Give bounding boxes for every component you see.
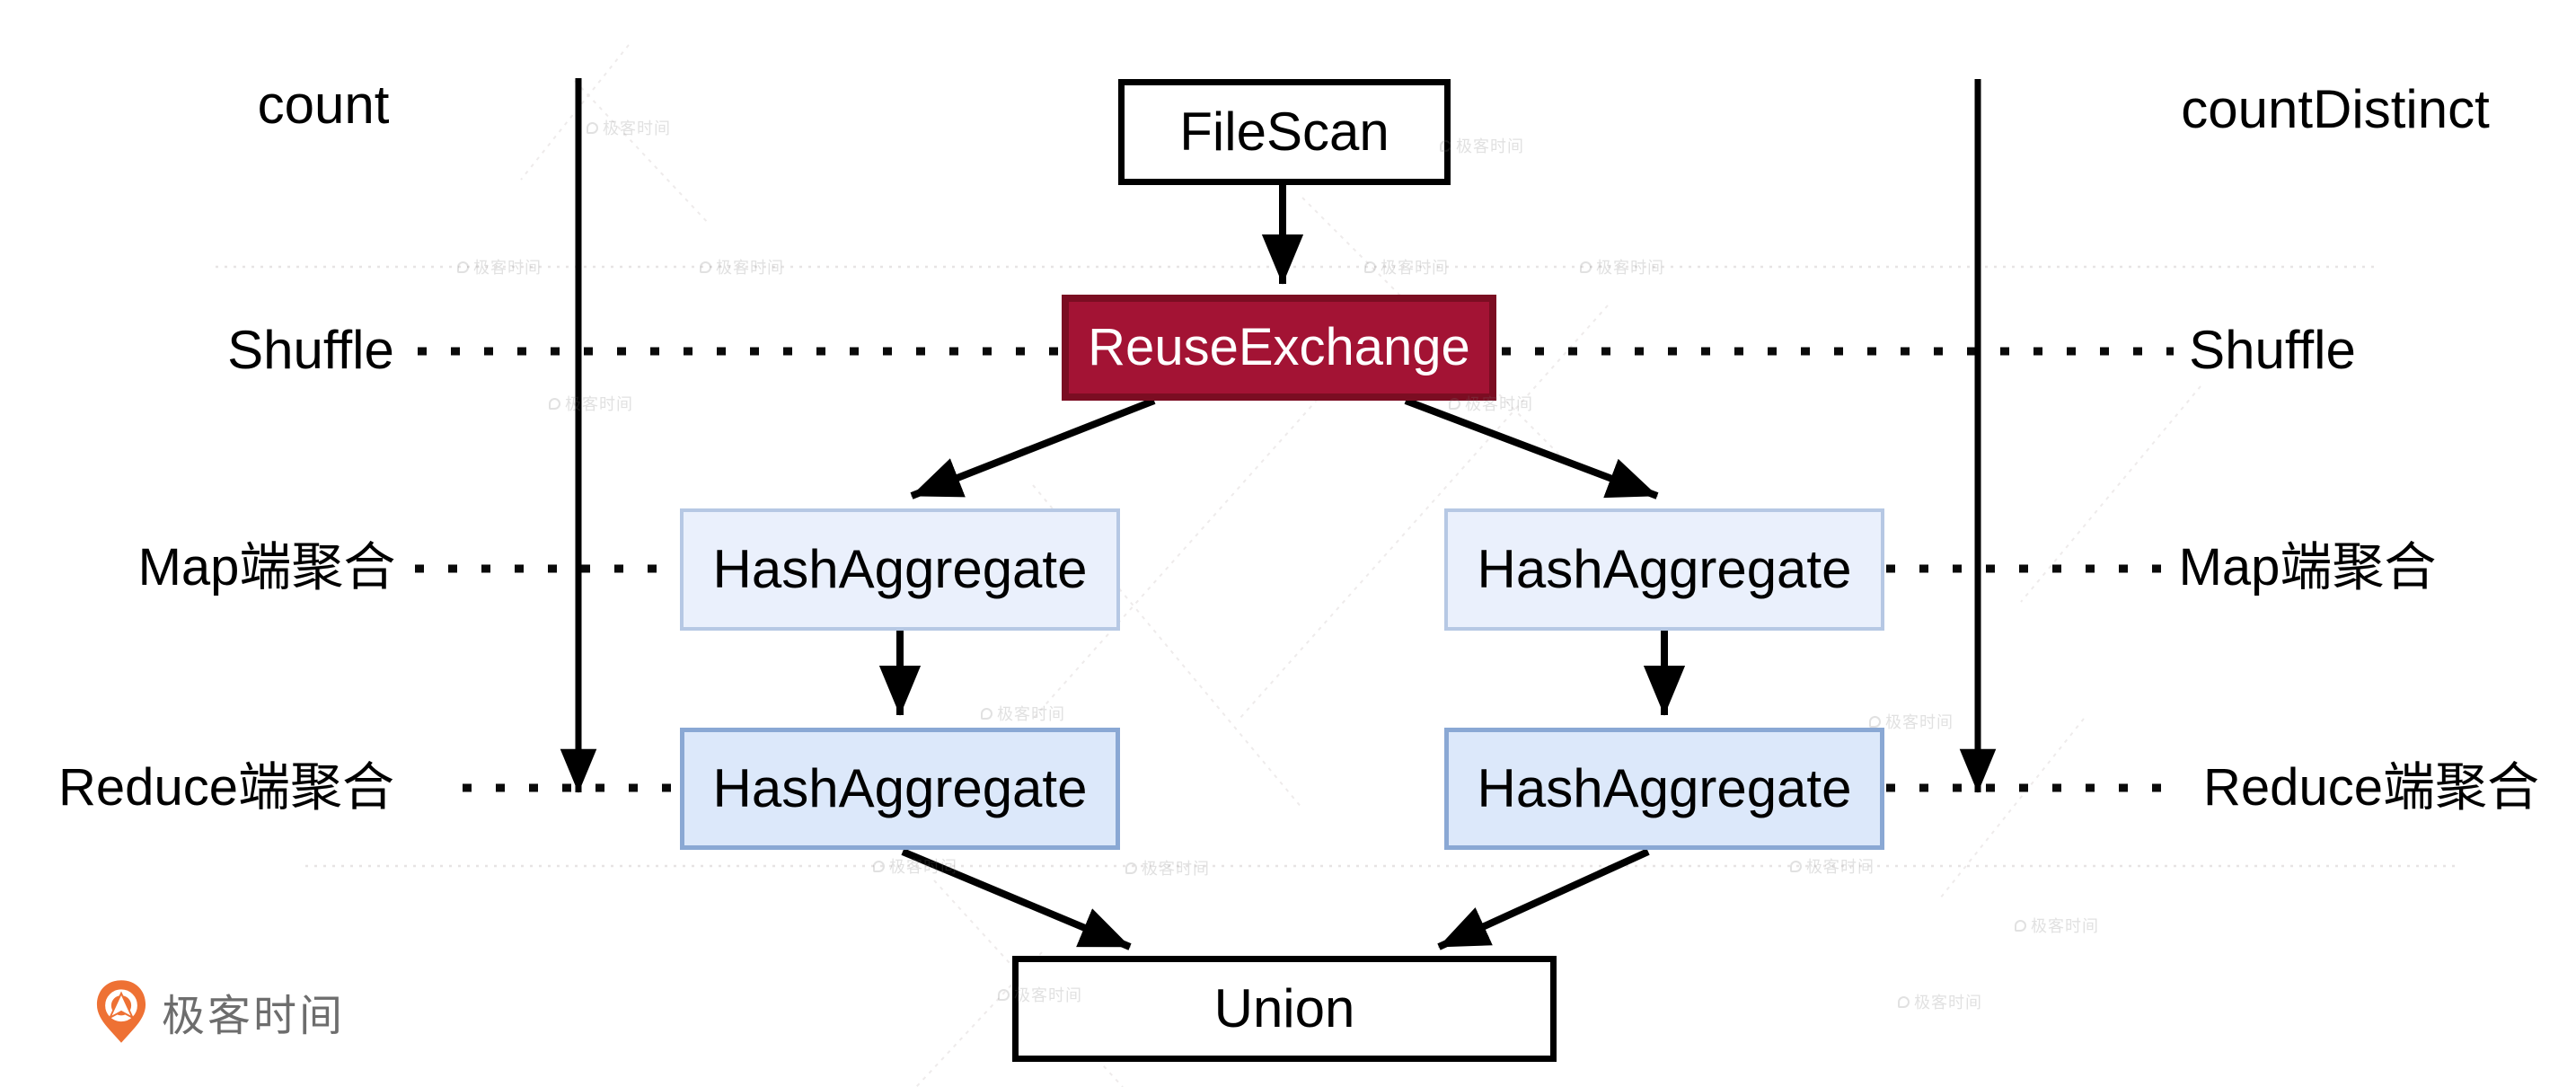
node-union: Union bbox=[1012, 956, 1557, 1062]
stage-label-map-agg-left: Map端聚合 bbox=[137, 538, 396, 597]
geektime-pin-icon bbox=[96, 980, 146, 1043]
node-hashaggregate-map-left: HashAggregate bbox=[680, 508, 1120, 631]
node-filescan: FileScan bbox=[1118, 79, 1451, 185]
node-reuse-exchange: ReuseExchange bbox=[1062, 295, 1496, 401]
stage-label-shuffle-left: Shuffle bbox=[227, 320, 394, 380]
stage-label-map-agg-right: Map端聚合 bbox=[2178, 538, 2437, 597]
node-hashaggregate-map-right: HashAggregate bbox=[1444, 508, 1884, 631]
lane-arrows bbox=[560, 78, 1997, 793]
lane-label-countdistinct: countDistinct bbox=[2181, 79, 2490, 139]
node-hashaggregate-reduce-left: HashAggregate bbox=[680, 728, 1120, 850]
geektime-logo: 极客时间 bbox=[95, 979, 345, 1044]
stage-label-reduce-agg-right: Reduce端聚合 bbox=[2203, 758, 2539, 817]
node-hashaggregate-reduce-right: HashAggregate bbox=[1444, 728, 1884, 850]
stage-label-reduce-agg-left: Reduce端聚合 bbox=[58, 758, 394, 817]
stage-label-shuffle-right: Shuffle bbox=[2189, 320, 2356, 380]
geektime-logo-text: 极客时间 bbox=[162, 993, 346, 1040]
lane-label-count: count bbox=[257, 75, 390, 135]
flow-arrows bbox=[878, 185, 1686, 950]
